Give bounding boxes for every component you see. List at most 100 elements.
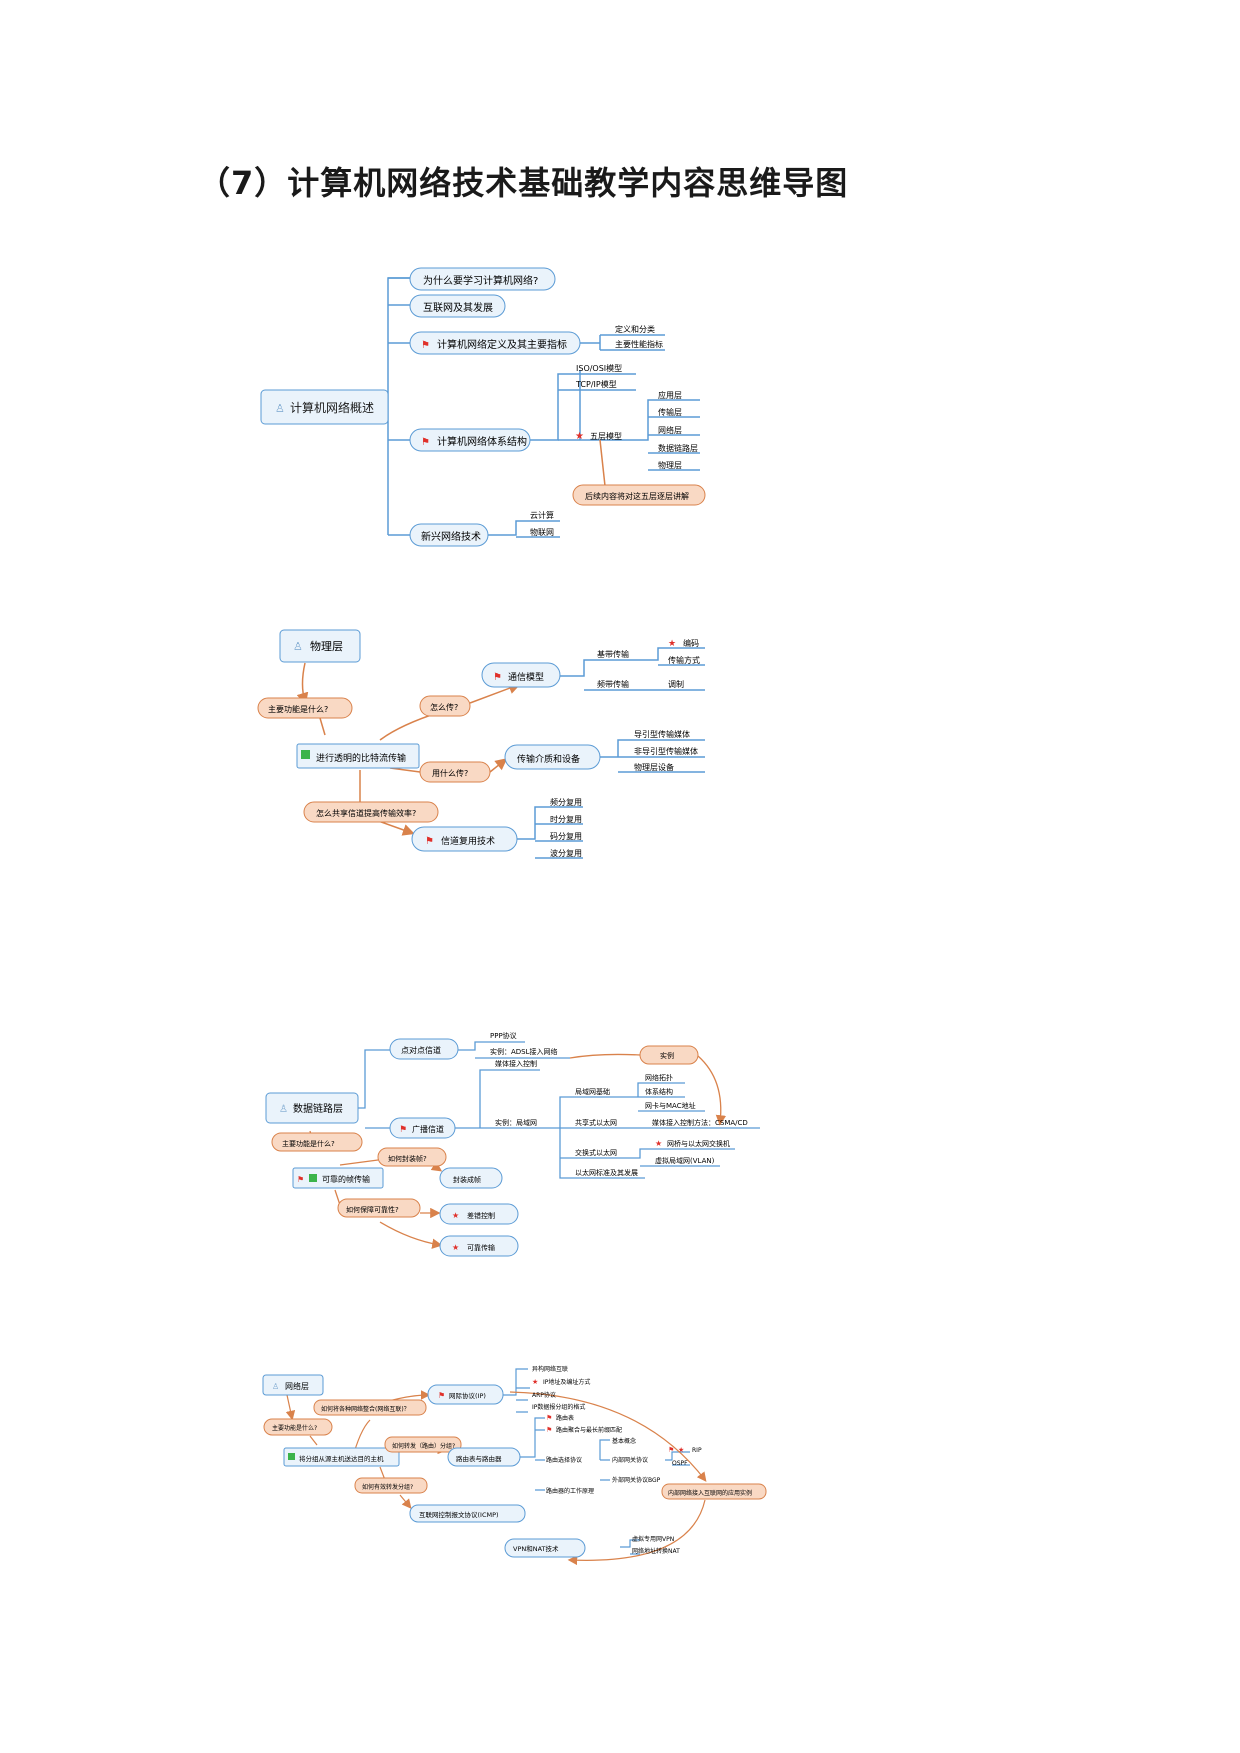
mindmap-network-layer: [285, 1368, 707, 1566]
map3-lan3a: 网桥与以太网交换机: [667, 1139, 730, 1148]
map4-n2c4: 路由器的工作原理: [546, 1487, 594, 1495]
map2-n3c2: 时分复用: [550, 814, 582, 824]
star-icon: ★: [668, 639, 676, 649]
map3-q3: 如何保障可靠性?: [346, 1205, 399, 1214]
map2-center: 进行透明的比特流传输: [316, 752, 406, 764]
map1-root: 计算机网络概述: [290, 400, 374, 415]
map3-lan2a: 媒体接入控制方法：CSMA/CD: [652, 1118, 748, 1127]
map1-b4c3: 五层模型: [590, 431, 622, 441]
map2-n2: 传输介质和设备: [517, 753, 580, 765]
map4-n4c1: 虚拟专用网VPN: [632, 1535, 674, 1543]
checkbox-icon: [288, 1453, 295, 1460]
map4-n2c3a: 基本概念: [612, 1437, 636, 1445]
map1-b5c1: 云计算: [530, 510, 554, 520]
flag-icon: ⚑: [546, 1426, 552, 1434]
map2-nodes: ♙ 物理层 主要功能是什么? 进行透明的比特流传输 怎么传? ⚑ 通信模型 基带…: [257, 629, 700, 858]
star-icon: ★: [532, 1378, 538, 1386]
map2-n3: 信道复用技术: [441, 835, 495, 847]
flag-icon: ⚑: [438, 1391, 445, 1400]
map1-b2: 互联网及其发展: [423, 301, 493, 314]
map3-lan1a: 网络拓扑: [645, 1073, 673, 1082]
map3-n2: 广播信道: [412, 1124, 444, 1134]
map2-q4: 怎么共享信道提高传输效率?: [316, 808, 416, 818]
flag-icon: ⚑: [399, 1125, 407, 1135]
map2-n1c2a: 调制: [668, 679, 684, 689]
star-icon: ★: [575, 431, 584, 442]
map4-n1c2: IP地址及编址方式: [543, 1378, 590, 1386]
map4-n1: 网际协议(IP): [449, 1391, 486, 1400]
star-icon: ★: [452, 1243, 459, 1252]
map3-lan3: 交换式以太网: [575, 1148, 617, 1157]
map3-n1c2: 实例：ADSL接入网络: [490, 1047, 558, 1056]
map2-n1c1: 基带传输: [597, 649, 629, 659]
map2-q3: 用什么传?: [432, 768, 468, 778]
map1-b3c2: 主要性能指标: [615, 339, 663, 349]
map4-n2c2: 路由聚合与最长前缀匹配: [556, 1426, 622, 1434]
map4-root: 网络层: [285, 1381, 309, 1391]
map1-note: 后续内容将对这五层逐层讲解: [585, 491, 689, 501]
map3-q2: 如何封装帧?: [388, 1154, 427, 1163]
map4-n1c3: ARP协议: [532, 1391, 556, 1399]
map3-n1c1: PPP协议: [490, 1031, 517, 1040]
map4-center: 将分组从源主机送达目的主机: [299, 1454, 384, 1463]
map1-b3c1: 定义和分类: [615, 324, 655, 334]
map4-n2c1: 路由表: [556, 1414, 574, 1422]
map3-lan1c: 网卡与MAC地址: [645, 1101, 696, 1110]
map2-n3c1: 频分复用: [550, 797, 582, 807]
map3-n1: 点对点信道: [401, 1045, 441, 1055]
map4-n3: 互联网控制报文协议(ICMP): [419, 1510, 499, 1519]
map4-nodes: ♙ 网络层 主要功能是什么? 将分组从源主机送达目的主机 如何将各种网络整合(网…: [262, 1365, 767, 1558]
map4-n4: VPN和NAT技术: [513, 1544, 559, 1553]
map4-q2: 如何将各种网络整合(网络互联)？: [321, 1405, 410, 1413]
flag-icon: ⚑: [297, 1175, 304, 1184]
checkbox-icon: [301, 750, 310, 759]
map3-lan1b: 体系结构: [645, 1087, 673, 1096]
map3-nodes: ♙ 数据链路层 点对点信道 PPP协议 实例：ADSL接入网络 实例 ⚑ 广播信…: [265, 1031, 748, 1257]
user-icon: ♙: [272, 1382, 279, 1391]
flag-icon: ⚑: [425, 836, 434, 847]
map2-n3c4: 波分复用: [550, 848, 582, 858]
map2-n1: 通信模型: [508, 671, 544, 683]
map2-q2: 怎么传?: [430, 702, 458, 712]
map2-n2c3: 物理层设备: [634, 762, 674, 772]
map4-n2c3b2: OSPF: [672, 1460, 688, 1467]
map2-n1c1b: 传输方式: [668, 655, 700, 665]
flag-icon: ⚑: [668, 1446, 674, 1454]
map3-lan1: 局域网基础: [575, 1087, 610, 1096]
map3-q1: 主要功能是什么?: [282, 1139, 335, 1148]
map2-n1c2: 频带传输: [597, 679, 629, 689]
map4-app: 内部网络接入互联网的应用实例: [668, 1489, 752, 1497]
map3-n3: 封装成帧: [453, 1175, 481, 1184]
map4-q1: 主要功能是什么?: [272, 1424, 317, 1432]
map3-lan3b: 虚拟局域网(VLAN): [655, 1156, 715, 1165]
map1-l1: 应用层: [658, 390, 682, 400]
map4-n2c3b1: RIP: [692, 1447, 702, 1454]
map4-n4c2: 网络地址转换NAT: [632, 1547, 680, 1555]
map1-b5c2: 物联网: [530, 527, 554, 537]
map2-n1c1a: 编码: [683, 638, 699, 648]
flag-icon: ⚑: [421, 340, 430, 351]
map3-n5: 可靠传输: [467, 1243, 495, 1252]
map3-n2c2: 实例：局域网: [495, 1118, 537, 1127]
star-icon: ★: [678, 1446, 684, 1454]
mindmap-network-overview: [387, 277, 700, 538]
map1-nodes: ♙ 计算机网络概述 为什么要学习计算机网络? 互联网及其发展 ⚑ 计算机网络定义…: [260, 267, 706, 547]
map4-n1c4: IP数据报分组的格式: [532, 1403, 585, 1411]
map3-root: 数据链路层: [293, 1102, 343, 1115]
map3-lan2: 共享式以太网: [575, 1118, 617, 1127]
map1-b4: 计算机网络体系结构: [437, 435, 527, 448]
map2-n3c3: 码分复用: [550, 831, 582, 841]
map4-n2c3c: 外部网关协议BGP: [612, 1476, 661, 1484]
map4-n2c3b: 内部网关协议: [612, 1456, 648, 1464]
map1-l5: 物理层: [658, 460, 682, 470]
map1-b1: 为什么要学习计算机网络?: [423, 274, 538, 287]
map4-n2: 路由表与路由器: [456, 1454, 502, 1463]
map2-q1: 主要功能是什么?: [268, 704, 328, 714]
map3-n2c1: 媒体接入控制: [495, 1059, 537, 1068]
flag-icon: ⚑: [493, 672, 502, 683]
map1-l4: 数据链路层: [658, 443, 698, 453]
mindmap-data-link-layer: [309, 1041, 760, 1249]
map1-l3: 网络层: [658, 425, 682, 435]
star-icon: ★: [655, 1139, 662, 1148]
